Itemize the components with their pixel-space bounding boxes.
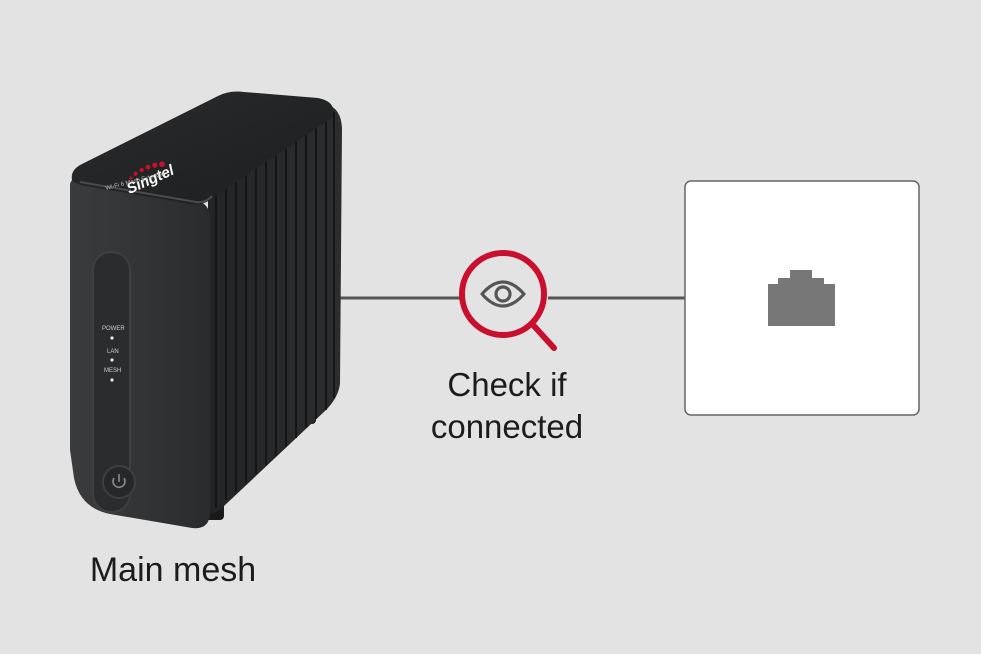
device-front: [70, 177, 210, 529]
device-top: [71, 91, 334, 205]
eye-icon: [480, 280, 526, 308]
device-side-ribs: [215, 108, 335, 508]
indicator-dot-lan: [110, 358, 114, 362]
indicator-label-mesh: MESH: [104, 368, 121, 374]
indicator-label-power: POWER: [102, 326, 125, 332]
indicator-label-lan: LAN: [107, 349, 119, 355]
power-icon: [102, 465, 136, 499]
device-front-panel: [92, 251, 131, 513]
check-label-line2: connected: [430, 408, 584, 445]
ethernet-port-icon: [768, 270, 835, 326]
main-mesh-label: Main mesh: [89, 551, 257, 589]
indicator-dot-mesh: [110, 378, 114, 382]
status-indicators: POWER LAN MESH: [102, 326, 125, 382]
check-connection-label: Check if connected: [400, 364, 614, 448]
mesh-device: Singtel Wi-Fi 6 Mesh Extender POWER LAN …: [70, 91, 342, 529]
indicator-dot-power: [110, 336, 114, 340]
check-label-line1: Check if: [447, 366, 567, 403]
magnifier-eye-icon: [459, 250, 557, 351]
